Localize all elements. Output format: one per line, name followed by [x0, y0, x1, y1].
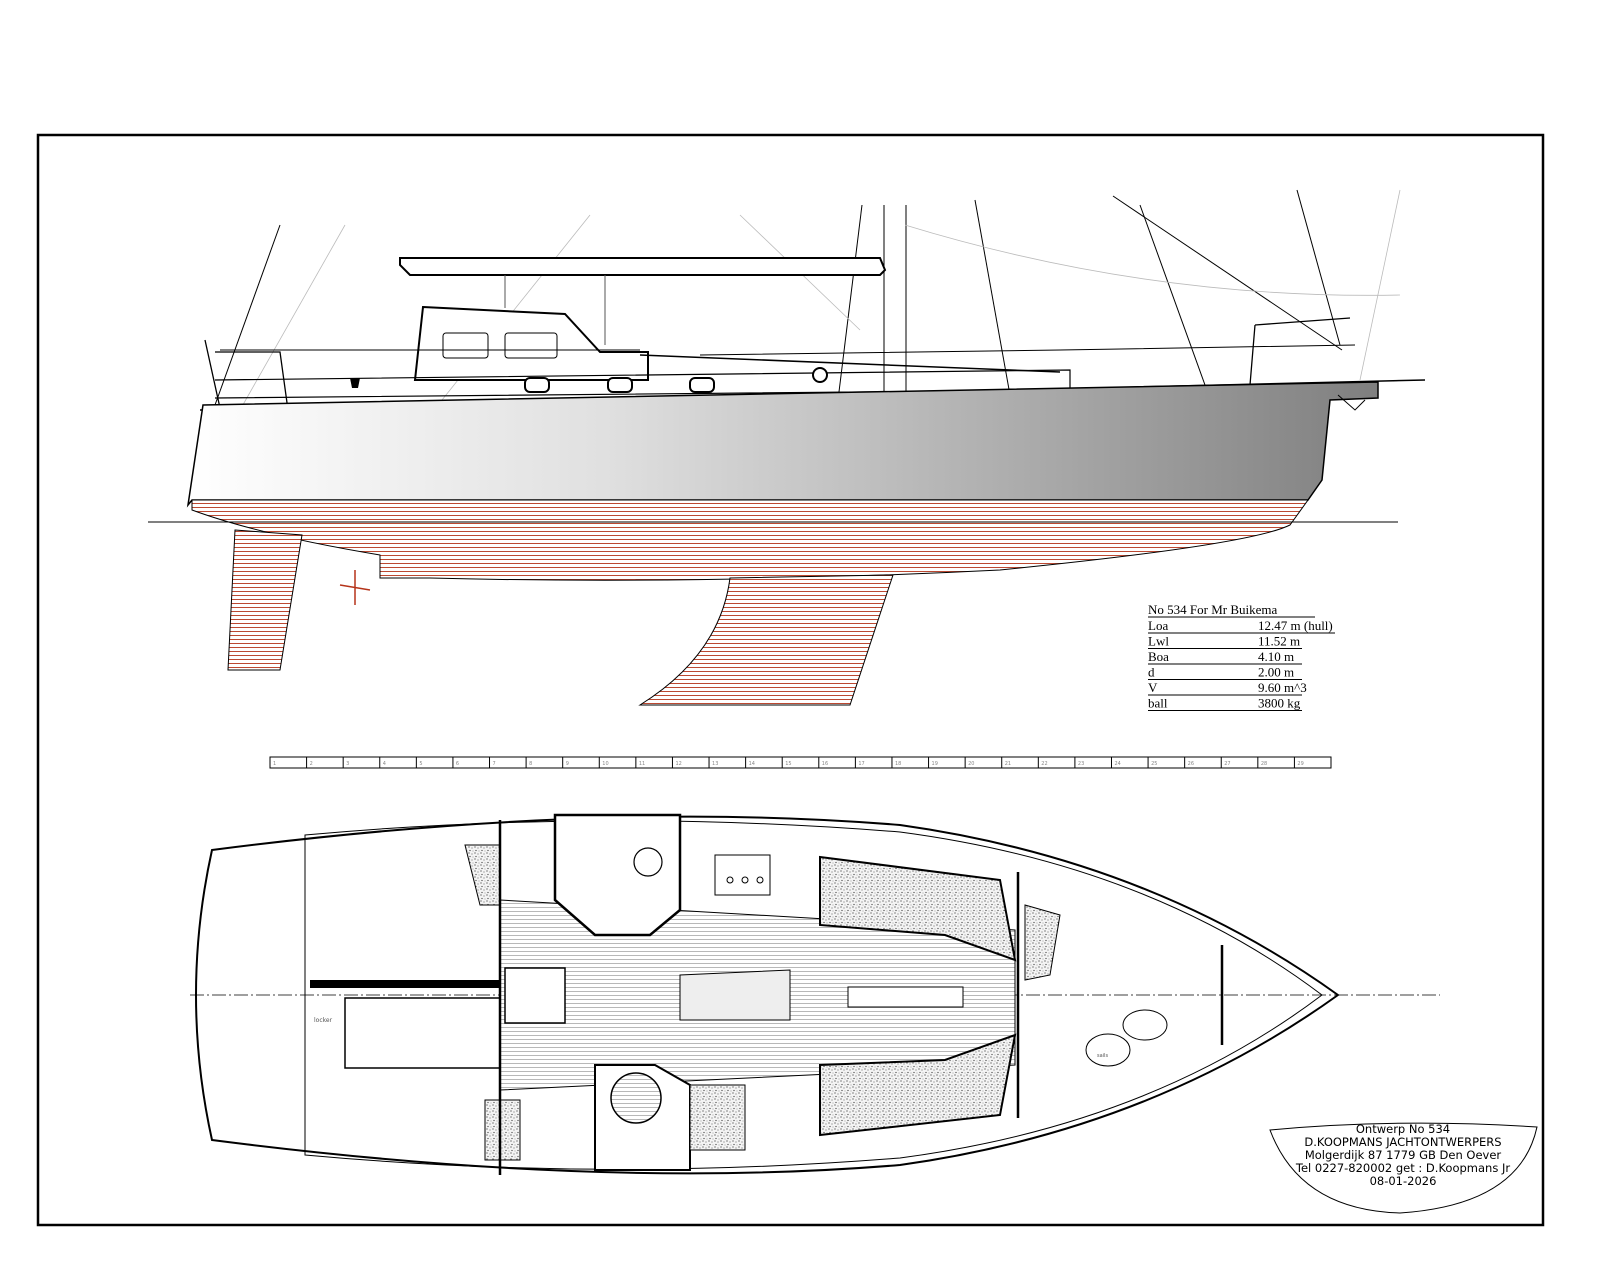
locker-label: locker — [314, 1017, 333, 1024]
title-block: Ontwerp No 534 D.KOOPMANS JACHTONTWERPER… — [1269, 1122, 1538, 1214]
scale-label: 5 — [419, 761, 422, 767]
scale-label: 11 — [639, 761, 645, 767]
sails-label: sails — [1097, 1053, 1108, 1059]
bulkheads — [498, 820, 1224, 1175]
spec-label: ball — [1148, 696, 1168, 711]
saloon-table — [847, 986, 964, 1008]
heads — [553, 813, 682, 937]
scale-label: 1 — [273, 761, 276, 767]
plan-view: locker sails — [190, 813, 1440, 1175]
title-line-3: Molgerdijk 87 1779 GB Den Oever — [1305, 1148, 1502, 1162]
spec-value: 4.10 m — [1258, 649, 1294, 664]
scale-label: 4 — [383, 761, 386, 767]
scale-label: 26 — [1188, 761, 1194, 767]
scale-label: 9 — [566, 761, 569, 767]
scale-label: 25 — [1151, 761, 1157, 767]
profile-view — [148, 189, 1426, 706]
rudder — [227, 529, 303, 671]
scale-label: 8 — [529, 761, 532, 767]
scale-label: 15 — [785, 761, 791, 767]
scale-label: 22 — [1041, 761, 1047, 767]
scale-label: 14 — [749, 761, 755, 767]
companionway-steps — [504, 967, 566, 1024]
scale-label: 18 — [895, 761, 901, 767]
rigging — [214, 189, 1343, 406]
scale-label: 17 — [858, 761, 864, 767]
scale-label: 29 — [1297, 761, 1303, 767]
scale-label: 27 — [1224, 761, 1230, 767]
scale-label: 23 — [1078, 761, 1084, 767]
stove — [714, 854, 771, 896]
spec-value: 2.00 m — [1258, 665, 1294, 680]
scale-label: 2 — [310, 761, 313, 767]
spec-value: 12.47 m (hull) — [1258, 618, 1333, 633]
scale-label: 12 — [675, 761, 681, 767]
scale-label: 3 — [346, 761, 349, 767]
title-line-2: D.KOOPMANS JACHTONTWERPERS — [1304, 1135, 1501, 1149]
vent-icon — [350, 378, 360, 388]
deckhouse — [413, 305, 649, 381]
hull-underbody — [191, 499, 1309, 581]
spec-label: d — [1148, 665, 1155, 680]
spec-title: No 534 For Mr Buikema — [1148, 602, 1278, 617]
spec-table: No 534 For Mr Buikema Loa 12.47 m (hull) L… — [1148, 602, 1335, 711]
scale-label: 24 — [1114, 761, 1120, 767]
spec-label: V — [1148, 680, 1158, 695]
scale-label: 16 — [822, 761, 828, 767]
scale-label: 6 — [456, 761, 459, 767]
sheet-frame — [36, 133, 1545, 1227]
spec-value: 3800 kg — [1258, 696, 1301, 711]
bimini — [399, 257, 887, 276]
spec-label: Loa — [1148, 618, 1168, 633]
portlights — [524, 367, 828, 393]
hull-topsides — [186, 381, 1379, 508]
scale-label: 13 — [712, 761, 718, 767]
scale-label: 10 — [602, 761, 608, 767]
spec-label: Lwl — [1148, 634, 1169, 649]
spec-value: 9.60 m^3 — [1258, 680, 1307, 695]
keel — [638, 574, 894, 706]
scale-label: 20 — [968, 761, 974, 767]
spec-label: Boa — [1148, 649, 1169, 664]
title-line-4: Tel 0227-820002 get : D.Koopmans Jr — [1295, 1161, 1510, 1175]
scale-label: 21 — [1005, 761, 1011, 767]
scale-label: 19 — [932, 761, 938, 767]
scale-label: 7 — [493, 761, 496, 767]
title-line-5: 08-01-2026 — [1370, 1174, 1437, 1188]
title-line-1: Ontwerp No 534 — [1356, 1122, 1450, 1136]
scale-label: 28 — [1261, 761, 1267, 767]
propeller-icon — [339, 570, 371, 605]
spec-value: 11.52 m — [1258, 634, 1300, 649]
